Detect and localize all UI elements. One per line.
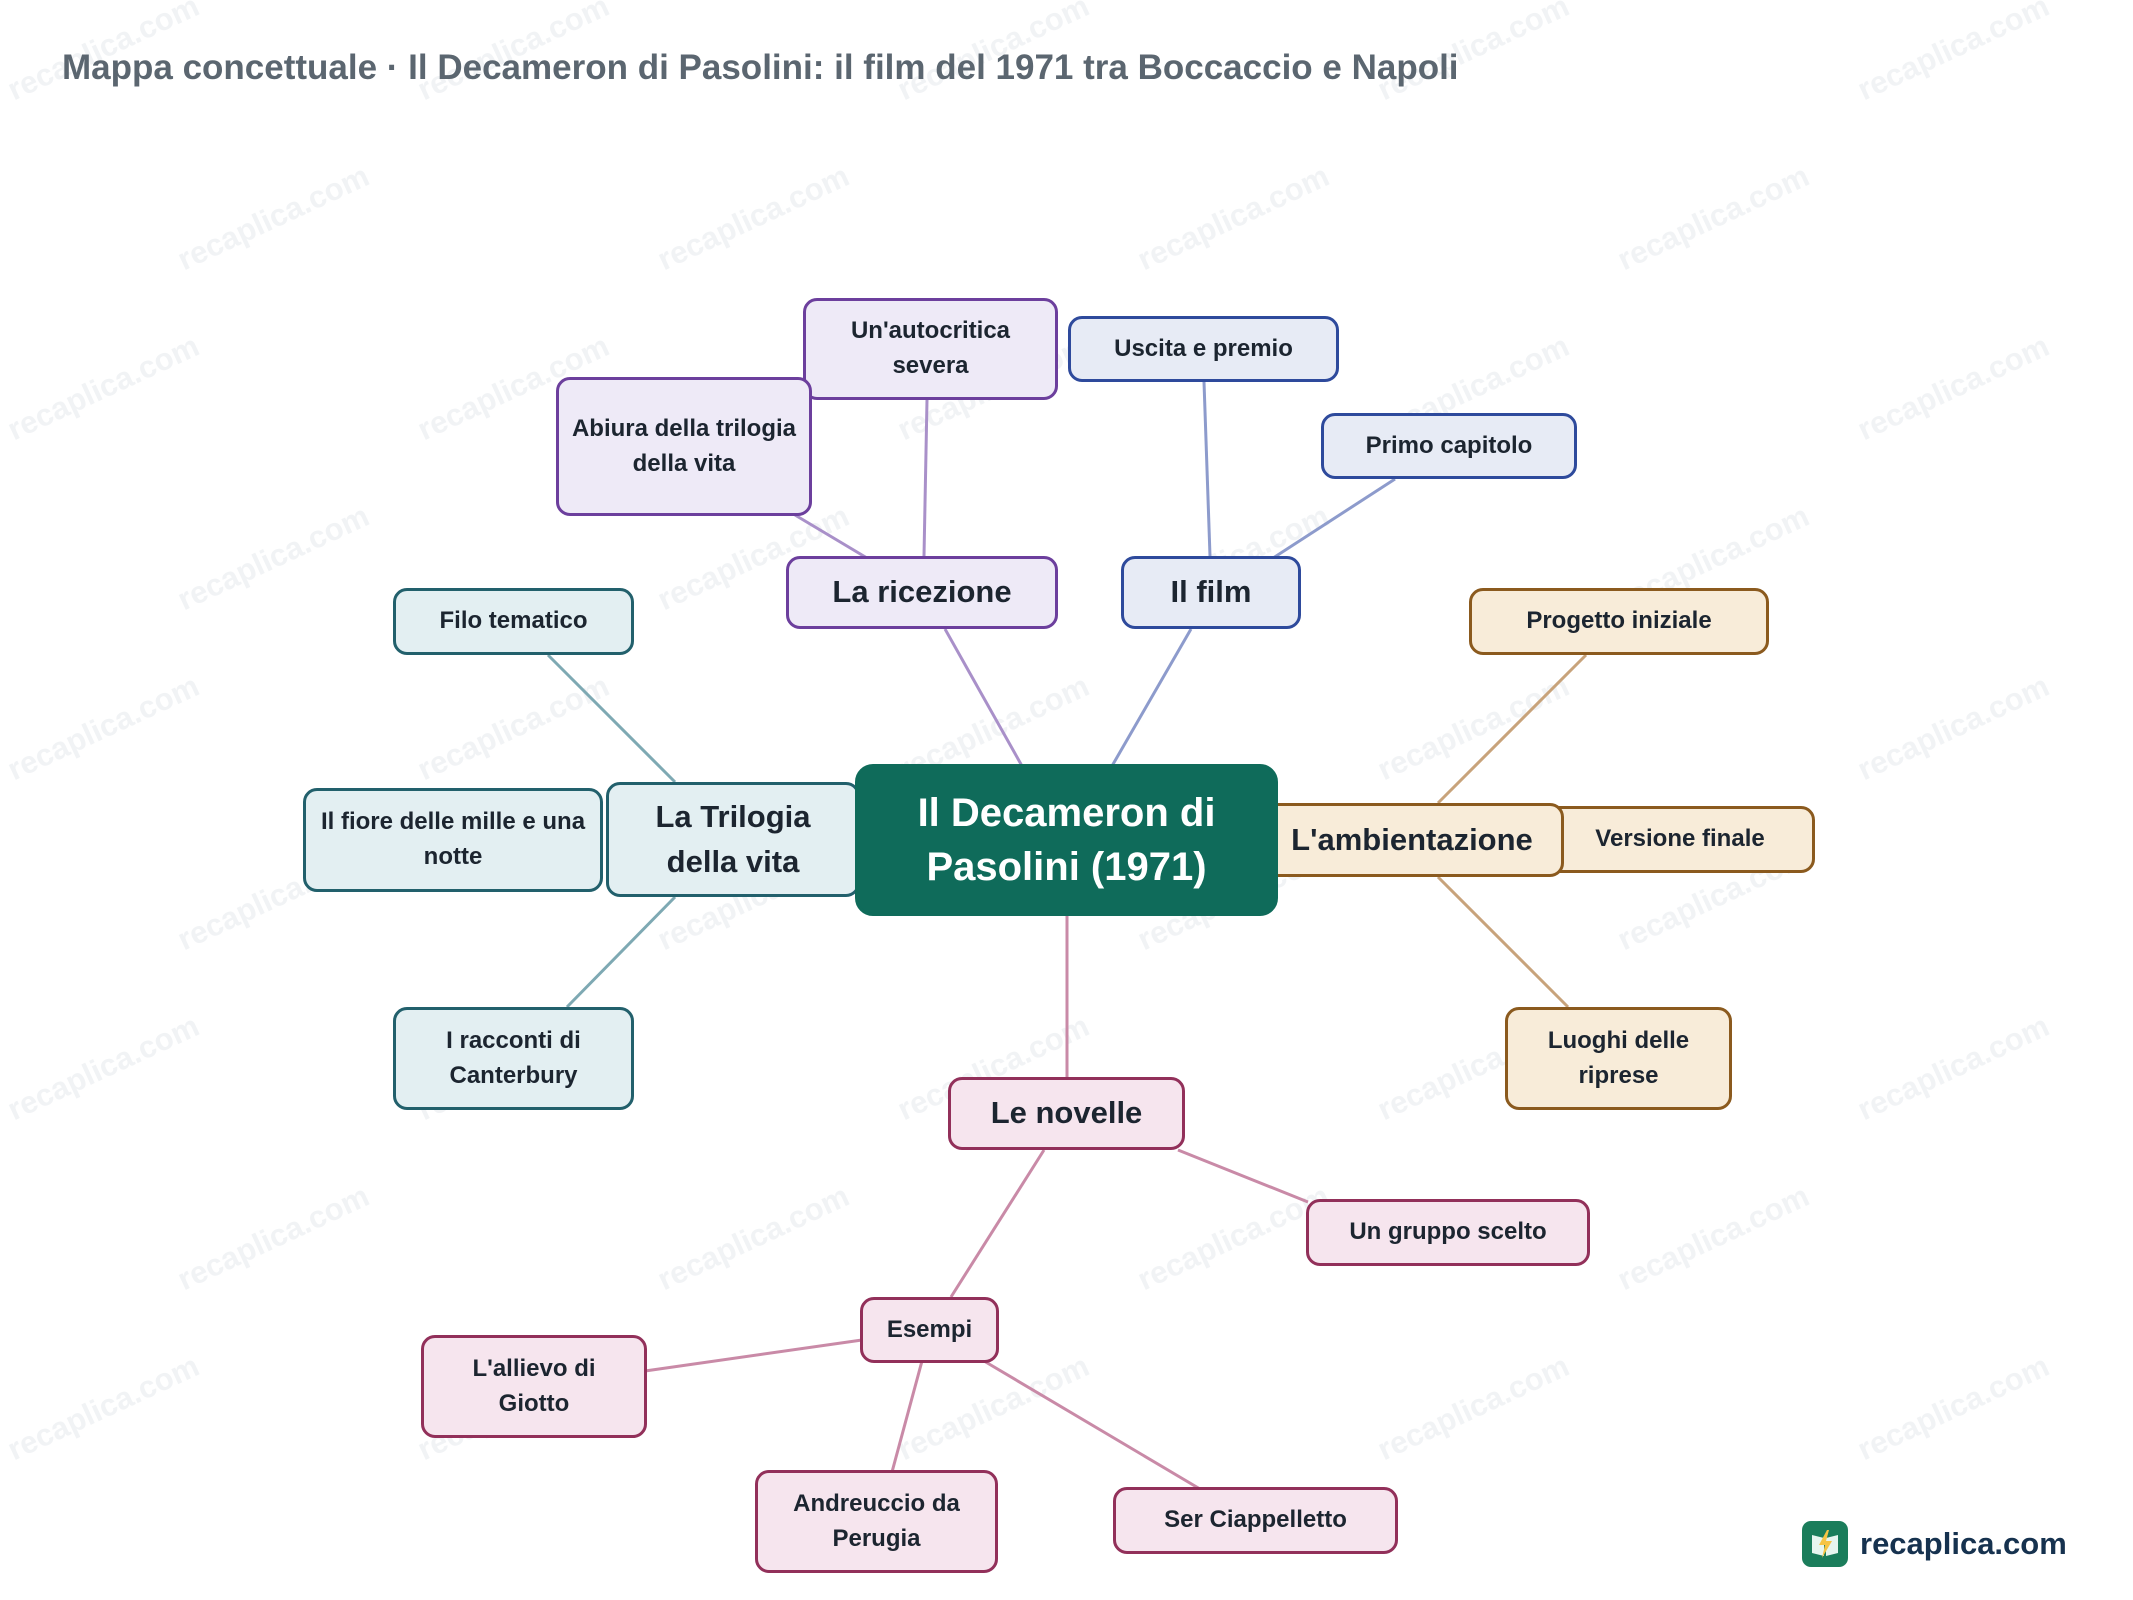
page-title: Mappa concettuale · Il Decameron di Paso… — [62, 48, 1459, 87]
root-node[interactable]: Il Decameron di Pasolini (1971) — [855, 764, 1278, 916]
node-primo-capitolo[interactable]: Primo capitolo — [1321, 413, 1577, 479]
edge-trilogia-filo — [546, 653, 677, 784]
edge-esempi-ciappelletto — [983, 1359, 1201, 1491]
node-esempi[interactable]: Esempi — [860, 1297, 999, 1363]
node-racconti-canterbury[interactable]: I racconti di Canterbury — [393, 1007, 634, 1110]
edge-film-uscita — [1202, 381, 1212, 557]
node-allievo-giotto[interactable]: L'allievo di Giotto — [421, 1335, 647, 1438]
node-ser-ciappelletto[interactable]: Ser Ciappelletto — [1113, 1487, 1398, 1554]
edge-root-film — [1110, 628, 1193, 767]
edge-esempi-giotto — [644, 1338, 863, 1373]
node-ambientazione[interactable]: L'ambientazione — [1260, 803, 1564, 877]
node-fiore-mille-notte[interactable]: Il fiore delle mille e una notte — [303, 788, 603, 892]
edge-ambientazione-progetto — [1436, 653, 1588, 805]
node-luoghi-riprese[interactable]: Luoghi delle riprese — [1505, 1007, 1732, 1110]
node-ricezione[interactable]: La ricezione — [786, 556, 1058, 629]
node-abiura[interactable]: Abiura della trilogia della vita — [556, 377, 812, 516]
node-uscita-premio[interactable]: Uscita e premio — [1068, 316, 1339, 382]
brand-logo-link[interactable]: recaplica.com — [1802, 1521, 2067, 1567]
edge-ricezione-abiura — [794, 513, 868, 560]
edge-film-primo — [1269, 477, 1396, 562]
edge-trilogia-canterbury — [565, 895, 677, 1009]
node-gruppo-scelto[interactable]: Un gruppo scelto — [1306, 1199, 1590, 1266]
node-le-novelle[interactable]: Le novelle — [948, 1077, 1185, 1150]
edge-novelle-gruppo — [1177, 1148, 1309, 1204]
edge-root-ricezione — [943, 628, 1024, 767]
node-versione-finale[interactable]: Versione finale — [1545, 806, 1815, 873]
node-il-film[interactable]: Il film — [1121, 556, 1301, 629]
node-trilogia[interactable]: La Trilogia della vita — [606, 782, 860, 897]
node-filo-tematico[interactable]: Filo tematico — [393, 588, 634, 655]
edge-ricezione-autocritica — [922, 399, 929, 557]
book-lightning-icon — [1802, 1521, 1848, 1567]
node-andreuccio-perugia[interactable]: Andreuccio da Perugia — [755, 1470, 998, 1573]
edge-novelle-esempi — [949, 1149, 1046, 1298]
edge-esempi-andreuccio — [890, 1360, 924, 1473]
node-autocritica[interactable]: Un'autocritica severa — [803, 298, 1058, 400]
node-progetto-iniziale[interactable]: Progetto iniziale — [1469, 588, 1769, 655]
edge-ambientazione-luoghi — [1436, 875, 1570, 1009]
brand-name: recaplica.com — [1860, 1526, 2067, 1561]
